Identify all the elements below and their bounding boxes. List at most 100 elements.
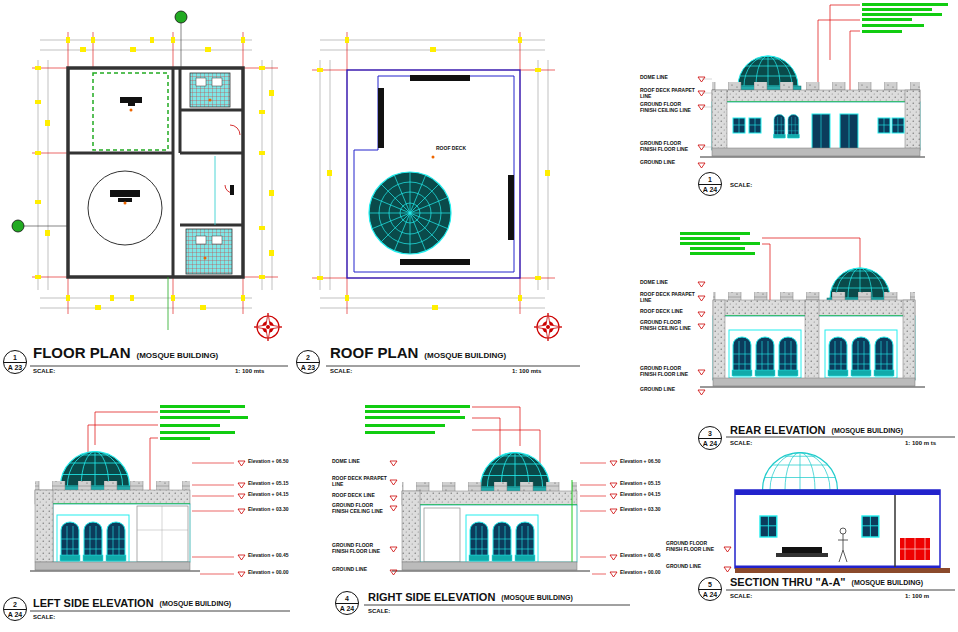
roof-plan — [312, 32, 580, 366]
floor-plan-part-part — [200, 305, 206, 310]
floor-plan-part-part — [205, 47, 211, 52]
left-side-elevation-part-part — [160, 431, 235, 434]
roof-plan-part-part — [320, 60, 321, 290]
front-elevation-part-part — [862, 18, 912, 21]
floor-plan-part — [35, 37, 274, 310]
roof-plan-part-part — [545, 170, 550, 176]
sheet-number: A 24 — [703, 440, 718, 447]
roof-plan-part — [410, 75, 470, 81]
right-side-elevation-part-part — [580, 463, 606, 464]
callout-circle: 3A 24 — [698, 426, 722, 450]
section-a-a-part — [726, 590, 955, 591]
front-elevation-part — [698, 77, 705, 82]
callout-number: 5 — [708, 581, 712, 588]
floor-plan-part — [186, 229, 232, 274]
view-title: REAR ELEVATION — [730, 424, 826, 437]
floor-plan-part-part — [95, 305, 101, 310]
right-side-elevation-part-part — [365, 410, 460, 413]
front-elevation-part — [892, 118, 904, 133]
front-elevation-part — [787, 115, 799, 138]
view-subtitle: (MOSQUE BUILDING) — [501, 594, 573, 602]
left-side-elevation-part-part — [192, 511, 234, 512]
front-elevation-part — [702, 79, 712, 147]
roof-plan-part — [400, 259, 470, 265]
right-side-elevation-part — [402, 491, 420, 562]
section-a-a-part — [776, 553, 828, 557]
callout-number: 2 — [306, 354, 310, 361]
left-side-elevation-part-part — [192, 463, 234, 464]
left-side-elevation-part-part — [160, 405, 245, 408]
floor-plan-part — [212, 78, 222, 86]
front-elevation-part — [700, 157, 925, 158]
left-side-elevation — [30, 405, 290, 611]
section-a-a-part — [760, 516, 777, 537]
right-side-elevation-part — [610, 483, 617, 488]
scale-note: SCALE: — [33, 614, 55, 621]
elevation-value: Elevation + 00.45 — [248, 553, 288, 559]
level-label: DOME LINE — [332, 459, 388, 465]
front-elevation-part — [698, 145, 705, 150]
front-elevation-part — [862, 3, 948, 33]
view-subtitle: (MOSQUE BUILDING) — [832, 427, 904, 435]
floor-plan-part-part — [40, 40, 252, 41]
view-title: SECTION THRU "A-A" — [730, 576, 846, 589]
floor-plan-part-part — [171, 295, 175, 301]
rear-elevation-part-part — [680, 232, 750, 235]
front-elevation-part-part — [862, 8, 932, 11]
elevation-value: Elevation + 03.30 — [620, 507, 660, 513]
right-side-elevation-part-part — [580, 557, 606, 558]
floor-plan-part-part — [35, 100, 41, 104]
roof-plan-part-part — [345, 295, 349, 301]
level-label: ROOF DECK LINE — [640, 309, 696, 315]
front-elevation-part — [821, 114, 849, 150]
left-side-elevation-part — [60, 522, 80, 561]
roof-plan-part-part — [327, 170, 332, 176]
rear-elevation-part — [903, 300, 915, 380]
floor-plan-part-part — [40, 308, 252, 309]
floor-plan-part-part — [209, 99, 212, 102]
floor-plan-part-part — [110, 295, 114, 301]
left-side-elevation-part-part — [160, 410, 230, 413]
right-side-elevation-part — [402, 562, 577, 570]
right-side-elevation-part-part — [580, 496, 606, 497]
floor-plan-part-part — [40, 50, 252, 51]
floor-plan-part — [215, 156, 216, 225]
right-side-elevation-part — [420, 505, 577, 562]
elevation-value: Elevation + 03.30 — [248, 507, 288, 513]
floor-plan-part — [254, 313, 282, 341]
front-elevation — [698, 3, 948, 168]
roof-plan-part-part — [538, 60, 539, 290]
front-elevation-part — [749, 118, 761, 133]
sheet-number: A 24 — [703, 591, 718, 598]
left-side-elevation-part — [83, 522, 103, 561]
elevation-value: Elevation + 06.50 — [248, 459, 288, 465]
level-label: GROUND LINE — [640, 387, 696, 393]
callout-number: 2 — [13, 601, 17, 608]
left-side-elevation-part — [30, 611, 290, 612]
floor-plan-part — [230, 185, 234, 195]
section-a-a-part — [900, 538, 930, 560]
floor-plan-part-part — [45, 120, 50, 126]
right-side-elevation-part — [402, 482, 577, 492]
right-side-elevation-part — [390, 496, 397, 501]
roof-plan-part-part — [535, 276, 541, 280]
front-elevation-part — [698, 163, 705, 168]
rear-elevation-part — [698, 390, 705, 395]
left-side-elevation-part-part — [192, 496, 234, 497]
right-side-elevation-part — [610, 494, 617, 499]
left-side-elevation-part — [160, 405, 248, 440]
floor-plan-part-part — [35, 151, 41, 155]
floor-plan-part-part — [66, 295, 70, 301]
left-side-elevation-part — [35, 562, 190, 570]
floor-plan-part — [190, 73, 230, 107]
left-side-elevation-part — [238, 572, 245, 577]
front-elevation-part-part — [862, 13, 942, 16]
right-side-elevation-part — [610, 509, 617, 514]
floor-plan-part — [175, 11, 187, 23]
view-subtitle: (MOSQUE BUILDING) — [852, 579, 924, 587]
left-side-elevation-part — [106, 522, 126, 561]
right-side-elevation-part-part — [365, 405, 470, 408]
right-side-elevation-part-part — [365, 431, 435, 434]
level-label: GROUND FLOOR FINISH FLOOR LINE — [640, 141, 696, 153]
